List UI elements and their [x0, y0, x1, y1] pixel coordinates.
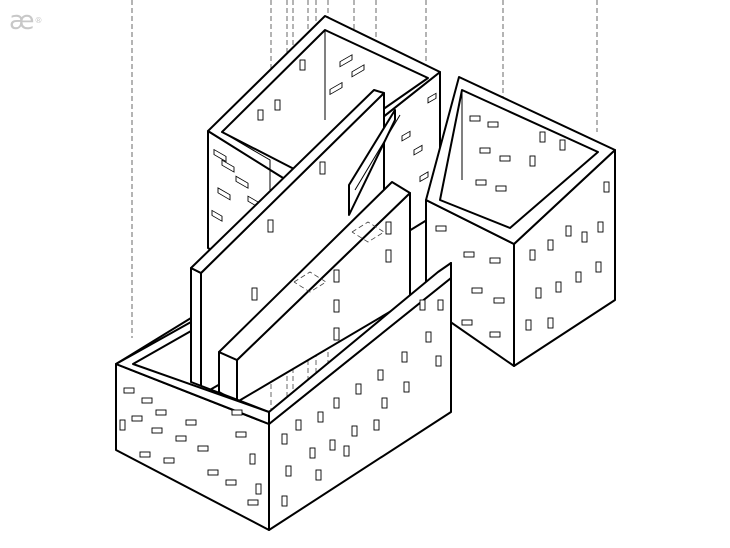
- right-volume-windows: [435, 115, 610, 338]
- inner-slab-top: [218, 181, 411, 361]
- right-volume: [425, 76, 616, 367]
- brand-logo: æ®: [9, 8, 43, 34]
- front-volume: [115, 262, 452, 531]
- front-volume-windows: [119, 299, 444, 507]
- right-volume-opening: [439, 89, 599, 229]
- central-slab-top: [190, 89, 385, 274]
- central-slab: [190, 89, 385, 396]
- central-slab-front: [190, 267, 202, 396]
- angled-wall: [348, 109, 401, 216]
- inner-slab: [218, 181, 411, 403]
- upper-left-windows: [211, 54, 437, 222]
- registered-mark: ®: [34, 16, 43, 25]
- logo-text: æ: [9, 6, 34, 36]
